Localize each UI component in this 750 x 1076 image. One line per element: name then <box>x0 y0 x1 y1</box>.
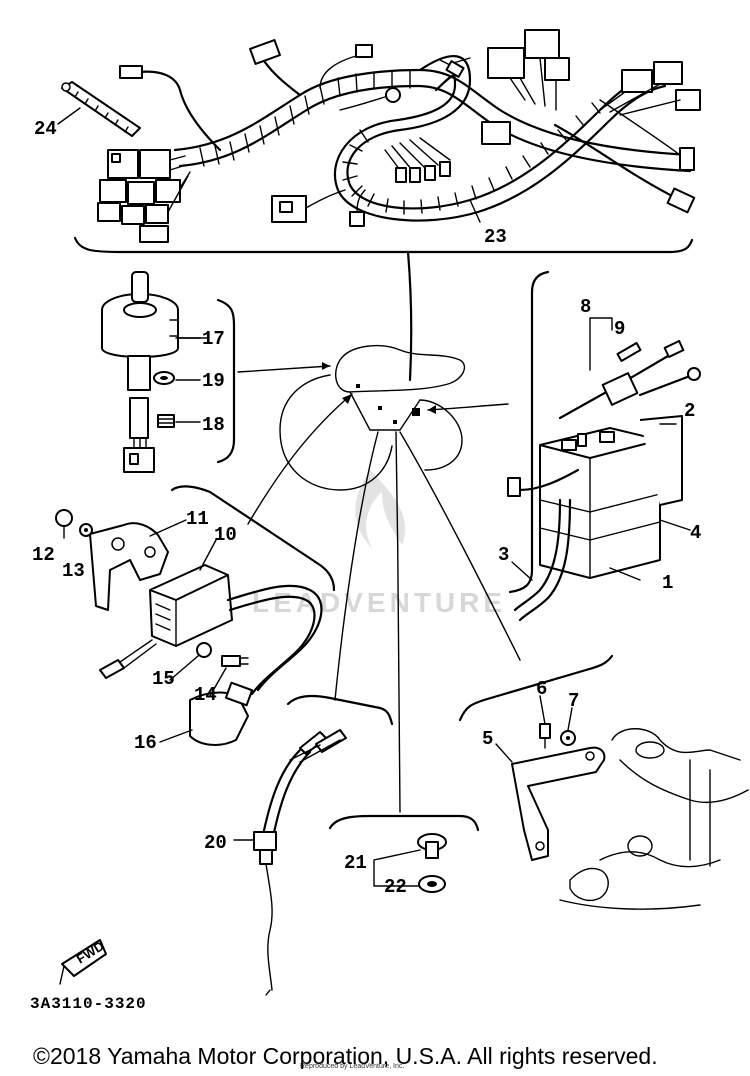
callout-22: 22 <box>384 876 407 898</box>
engine-outline <box>559 728 749 910</box>
leader-lines <box>149 199 691 841</box>
callout-17: 17 <box>202 328 225 350</box>
callout-18: 18 <box>202 414 225 436</box>
bolt-washer <box>417 833 447 893</box>
callout-labels: 1 2 3 4 5 6 7 8 9 10 11 12 13 14 15 16 1… <box>32 118 701 898</box>
callout-23: 23 <box>484 226 507 248</box>
part-code: 3A3110-3320 <box>30 995 147 1013</box>
callout-20: 20 <box>204 832 227 854</box>
callout-5: 5 <box>482 728 493 750</box>
bolt-washer-bracket <box>328 814 480 832</box>
connector-cluster-left <box>97 149 191 243</box>
main-switch <box>101 271 179 473</box>
callout-10: 10 <box>214 524 237 546</box>
harness-bracket <box>73 236 694 254</box>
callout-12: 12 <box>32 544 55 566</box>
callout-19: 19 <box>202 370 225 392</box>
battery-bracket <box>508 270 550 594</box>
callout-6: 6 <box>536 678 547 700</box>
frame-outline <box>279 345 466 491</box>
switch-bracket <box>216 298 236 464</box>
callout-4: 4 <box>690 522 701 544</box>
callout-3: 3 <box>498 544 509 566</box>
callout-14: 14 <box>194 684 217 706</box>
callout-13: 13 <box>62 560 85 582</box>
callout-11: 11 <box>186 508 209 530</box>
callout-1: 1 <box>662 572 673 594</box>
fwd-arrow: FWD <box>59 938 107 985</box>
wire-harness <box>97 29 701 243</box>
watermark: LEADVENTURE <box>252 470 506 618</box>
callout-9: 9 <box>614 318 625 340</box>
callout-21: 21 <box>344 852 367 874</box>
battery-band-bracket <box>511 723 606 861</box>
wire-band <box>61 81 141 137</box>
callout-7: 7 <box>568 690 579 712</box>
small-imprint: Reproduced by LeadVenture, Inc. <box>300 1063 404 1070</box>
neutral-switch <box>253 729 347 996</box>
callout-16: 16 <box>134 732 157 754</box>
battery-assembly <box>507 340 701 622</box>
ignition-unit <box>55 509 323 746</box>
callout-8: 8 <box>580 296 591 318</box>
callout-2: 2 <box>684 400 695 422</box>
switch-20-bracket <box>286 694 394 726</box>
ignition-bracket <box>170 485 336 592</box>
bracket-5-brace <box>458 654 614 722</box>
copyright-notice: ©2018 Yamaha Motor Corporation, U.S.A. A… <box>33 1043 658 1069</box>
callout-24: 24 <box>34 118 57 140</box>
callout-15: 15 <box>152 668 175 690</box>
watermark-text: LEADVENTURE <box>252 587 506 618</box>
